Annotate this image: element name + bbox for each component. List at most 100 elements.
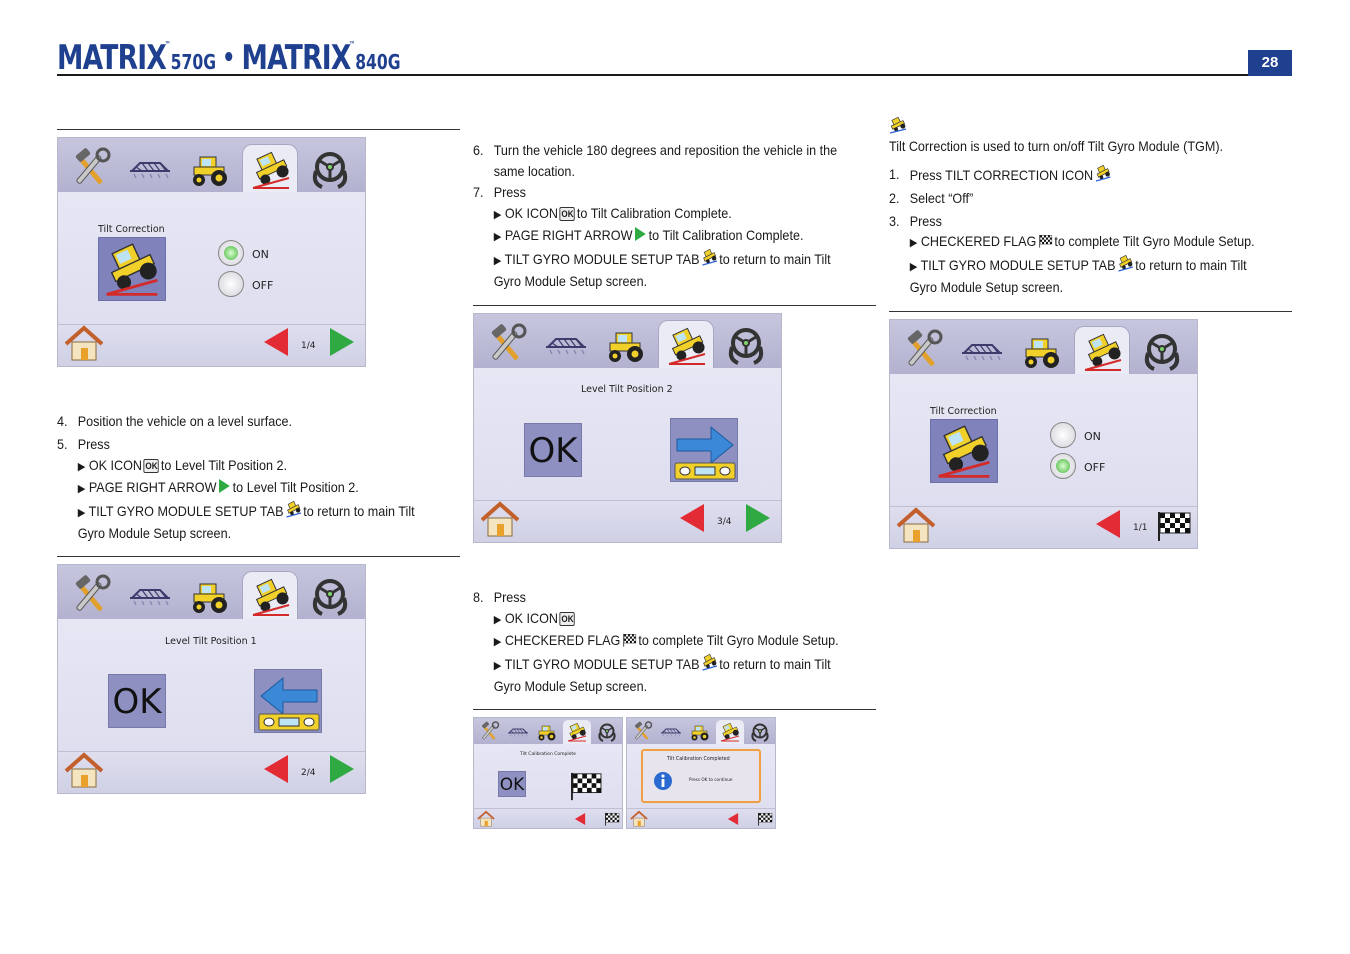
bottom-bar: 3/4 xyxy=(474,500,781,542)
tab-tools[interactable] xyxy=(478,320,534,368)
home-icon[interactable] xyxy=(894,506,938,546)
tab-bar xyxy=(58,138,365,192)
page-right-arrow-icon[interactable] xyxy=(328,753,356,785)
ok-button[interactable]: OK xyxy=(498,771,526,797)
ok-button[interactable]: OK xyxy=(108,674,166,728)
tilt-gyro-icon xyxy=(931,420,997,482)
screen-title: Tilt Correction xyxy=(98,224,165,235)
ok-icon: OK xyxy=(559,206,576,221)
steering-wheel-icon[interactable] xyxy=(596,721,618,743)
tractor-icon xyxy=(188,574,232,618)
tab-boom[interactable] xyxy=(538,320,594,368)
tab-tractor[interactable] xyxy=(1014,326,1070,374)
screen-tilt-correction-off: Tilt Correction ON OFF 1/1 xyxy=(889,319,1198,549)
boom-icon xyxy=(128,574,172,618)
page-indicator: 2/4 xyxy=(301,768,316,778)
boom-icon xyxy=(128,147,172,191)
page-right-arrow-icon[interactable] xyxy=(328,326,356,358)
wrench-hammer-icon xyxy=(68,574,112,618)
tab-tractor[interactable] xyxy=(182,571,238,619)
tab-tractor[interactable] xyxy=(598,320,654,368)
home-icon[interactable] xyxy=(478,500,522,540)
level-right-arrow-button[interactable] xyxy=(670,418,738,482)
tilt-correction-icon xyxy=(1095,164,1111,182)
tilt-gyro-icon xyxy=(1117,254,1133,272)
step-4: 4.Position the vehicle on a level surfac… xyxy=(57,413,293,429)
step-7: 7.Press xyxy=(473,184,526,200)
home-icon[interactable] xyxy=(629,810,649,828)
page-left-arrow-icon[interactable] xyxy=(262,326,290,358)
tab-boom[interactable] xyxy=(122,144,178,192)
checkered-flag-icon[interactable] xyxy=(604,812,620,826)
tab-steering[interactable] xyxy=(302,144,358,192)
bottom-bar: 1/1 xyxy=(890,506,1197,548)
tractor-icon xyxy=(604,323,648,367)
page-left-arrow-icon[interactable] xyxy=(727,812,739,826)
tab-tools[interactable] xyxy=(894,326,950,374)
steering-wheel-icon xyxy=(308,147,352,191)
tab-tilt-gyro[interactable] xyxy=(242,144,298,192)
bottom-bar xyxy=(627,808,775,828)
home-icon[interactable] xyxy=(476,810,496,828)
page-left-arrow-icon[interactable] xyxy=(678,502,706,534)
section-divider xyxy=(473,709,876,710)
right-arrow-level-icon xyxy=(671,419,739,483)
step-5c-cont: Gyro Module Setup screen. xyxy=(77,525,232,541)
level-left-arrow-button[interactable] xyxy=(254,669,322,733)
tab-tilt-gyro[interactable] xyxy=(716,720,744,744)
wrench-hammer-icon[interactable] xyxy=(478,721,500,743)
radio-on[interactable] xyxy=(218,240,244,266)
tilt-gyro-icon xyxy=(701,653,717,671)
tilt-gyro-icon xyxy=(249,575,293,619)
tab-bar xyxy=(627,718,775,744)
tab-tools[interactable] xyxy=(62,144,118,192)
tab-boom[interactable] xyxy=(954,326,1010,374)
wrench-hammer-icon[interactable] xyxy=(631,721,653,743)
home-icon[interactable] xyxy=(62,751,106,791)
tab-tilt-gyro[interactable] xyxy=(658,320,714,368)
tab-steering[interactable] xyxy=(1134,326,1190,374)
boom-icon[interactable] xyxy=(507,721,529,743)
page-left-arrow-icon[interactable] xyxy=(262,753,290,785)
tab-tilt-gyro[interactable] xyxy=(242,571,298,619)
page-left-arrow-icon[interactable] xyxy=(574,812,586,826)
col1-steps: 4.Position the vehicle on a level surfac… xyxy=(57,411,415,544)
tilt-correction-image xyxy=(930,419,998,483)
screen-tilt-calibration-complete: Tilt Calibration Complete OK xyxy=(473,717,623,829)
screen-title: Tilt Correction xyxy=(930,406,997,417)
steering-wheel-icon[interactable] xyxy=(749,721,771,743)
col3-steps: Tilt Correction is used to turn on/off T… xyxy=(889,136,1255,298)
home-icon[interactable] xyxy=(62,324,106,364)
boom-icon[interactable] xyxy=(660,721,682,743)
page-left-arrow-icon[interactable] xyxy=(1094,508,1122,540)
tab-steering[interactable] xyxy=(718,320,774,368)
wrench-hammer-icon xyxy=(484,323,528,367)
tractor-icon[interactable] xyxy=(689,721,711,743)
tab-tilt-gyro[interactable] xyxy=(563,720,591,744)
tilt-gyro-icon xyxy=(1081,330,1125,374)
radio-off[interactable] xyxy=(218,271,244,297)
page-right-arrow-icon[interactable] xyxy=(744,502,772,534)
checkered-flag-icon[interactable] xyxy=(757,812,773,826)
tab-tools[interactable] xyxy=(62,571,118,619)
tab-tilt-gyro[interactable] xyxy=(1074,326,1130,374)
radio-off[interactable] xyxy=(1050,453,1076,479)
radio-on[interactable] xyxy=(1050,422,1076,448)
tab-steering[interactable] xyxy=(302,571,358,619)
tab-boom[interactable] xyxy=(122,571,178,619)
tractor-icon[interactable] xyxy=(536,721,558,743)
screen-tilt-calibration-completed: Tilt Calibration Completed Press OK to c… xyxy=(626,717,776,829)
tractor-icon xyxy=(1020,329,1064,373)
checkered-flag-icon[interactable] xyxy=(569,771,603,801)
section-divider xyxy=(889,311,1292,312)
step-7c-cont: Gyro Module Setup screen. xyxy=(493,273,648,289)
section-divider xyxy=(473,305,876,306)
ok-button[interactable]: OK xyxy=(524,423,582,477)
bottom-bar: 1/4 xyxy=(58,324,365,366)
checkered-flag-icon[interactable] xyxy=(1156,510,1192,542)
tab-tractor[interactable] xyxy=(182,144,238,192)
step-8c-cont: Gyro Module Setup screen. xyxy=(493,678,648,694)
